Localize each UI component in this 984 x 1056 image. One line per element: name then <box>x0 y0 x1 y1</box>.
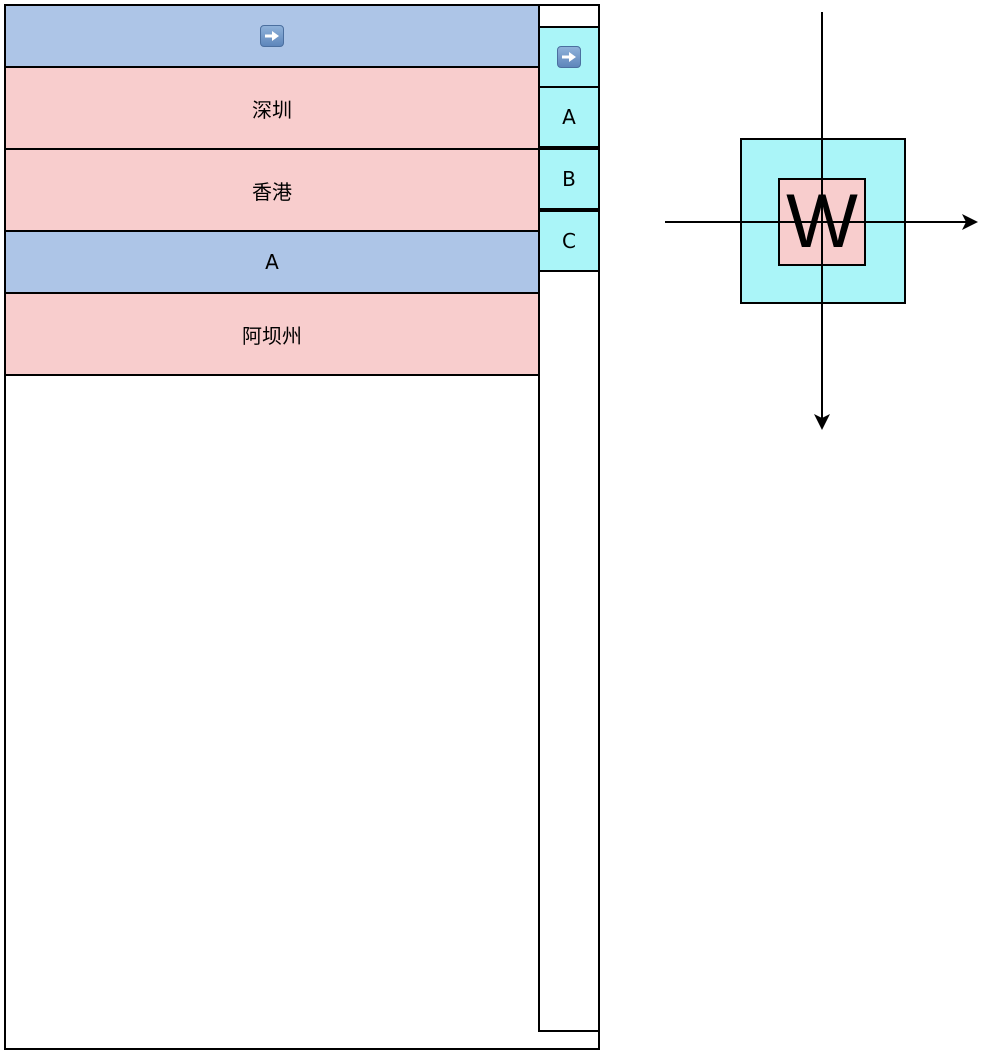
cell-label: 深圳 <box>252 97 292 122</box>
index-item-label: A <box>562 105 576 129</box>
section-header-label: A <box>265 250 279 274</box>
index-item-b[interactable]: B <box>538 148 600 210</box>
right-arrow-emoji-icon <box>260 25 284 47</box>
cell-label: 香港 <box>252 179 292 204</box>
y-axis-arrowhead <box>814 414 830 430</box>
index-item-label: C <box>562 229 576 253</box>
index-item-label: B <box>562 167 576 191</box>
table-row[interactable]: 深圳 <box>4 66 540 150</box>
section-header-current-location <box>4 4 540 68</box>
index-item-current-location[interactable] <box>538 26 600 88</box>
x-axis-arrowhead <box>962 214 978 230</box>
letter-label: W <box>786 179 858 264</box>
right-arrow-emoji-icon <box>557 46 581 68</box>
table-row[interactable]: 香港 <box>4 148 540 232</box>
table-row[interactable]: 阿坝州 <box>4 292 540 376</box>
index-item-c[interactable]: C <box>538 210 600 272</box>
index-item-a[interactable]: A <box>538 86 600 148</box>
inner-pink-box: W <box>778 178 866 266</box>
section-header-a: A <box>4 230 540 294</box>
cell-label: 阿坝州 <box>242 323 302 348</box>
